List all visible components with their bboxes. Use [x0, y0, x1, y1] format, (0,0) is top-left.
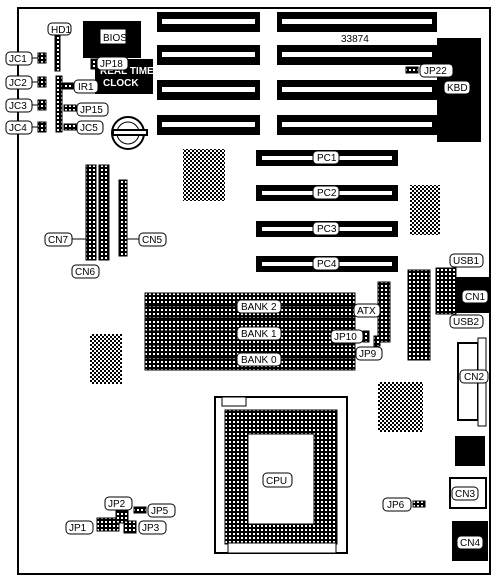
usb1-label: USB1: [453, 256, 480, 267]
cn6-label: CN6: [75, 267, 95, 278]
chipset-3: [90, 334, 122, 384]
model-number: 33874: [341, 34, 369, 45]
ir1-header: [62, 82, 74, 90]
jc2-label: JC2: [9, 78, 27, 89]
cn7-label: CN7: [48, 235, 68, 246]
rtc-label-2: CLOCK: [103, 78, 139, 89]
cn6-header: [98, 164, 110, 261]
jc1-label: JC1: [9, 54, 27, 65]
io-headers: [407, 269, 431, 361]
jc2-jumper: [37, 76, 47, 88]
pc3-label: PC3: [317, 224, 337, 235]
jc5-label: JC5: [80, 123, 98, 134]
jc3-label: JC3: [9, 101, 27, 112]
pc4-label: PC4: [317, 259, 337, 270]
rtc-label-1: REAL TIME: [100, 66, 154, 77]
jp3-jumper: [123, 520, 137, 534]
jp9-label: JP9: [359, 349, 377, 360]
chipset-1: [183, 149, 225, 201]
cpu-socket: [214, 396, 348, 554]
jp2-jumper: [115, 510, 129, 524]
ir1-label: IR1: [78, 82, 94, 93]
jc4-label: JC4: [9, 123, 27, 134]
jp9-jumper: [373, 335, 381, 347]
jp1-jumper: [96, 517, 120, 532]
jp22-label: JP22: [424, 66, 447, 77]
jp15-label: JP15: [80, 105, 103, 116]
jc4-jumper: [37, 121, 47, 133]
jp1-label: JP1: [69, 523, 87, 534]
cn4-label: CN4: [460, 538, 480, 549]
jp5-jumper: [133, 506, 147, 514]
battery: [111, 116, 148, 150]
hd1-header: [54, 35, 61, 72]
cpu-label: CPU: [266, 476, 287, 487]
jp10-label: JP10: [334, 332, 357, 343]
jp18-label: JP18: [100, 59, 123, 70]
bank1-label: BANK 1: [241, 329, 277, 340]
cn5-label: CN5: [142, 235, 162, 246]
atx-label: ATX: [357, 306, 376, 317]
jp10-jumper: [362, 330, 370, 343]
jc3-jumper: [37, 99, 47, 111]
jc5-jumper: [63, 123, 77, 131]
jp3-label: JP3: [142, 523, 160, 534]
cn7-header: [85, 164, 97, 261]
usb-connector: [435, 267, 457, 315]
bank0-label: BANK 0: [241, 355, 277, 366]
bios-label: BIOS: [103, 33, 127, 44]
cn5-header: [118, 179, 128, 257]
hd1-label: HD1: [51, 25, 71, 36]
bank2-label: BANK 2: [241, 302, 277, 313]
isa-slots: [157, 12, 437, 135]
parallel-connector: [455, 436, 485, 466]
cn1-label: CN1: [465, 292, 485, 303]
pc2-label: PC2: [317, 188, 337, 199]
jp6-jumper: [412, 500, 426, 508]
cn3-label: CN3: [455, 489, 475, 500]
jc1-jumper: [37, 52, 47, 64]
jp5-label: JP5: [151, 506, 169, 517]
jp15-jumper: [63, 104, 77, 112]
chipset-2: [410, 185, 440, 235]
jp2-label: JP2: [108, 499, 126, 510]
chipset-4: [378, 382, 423, 432]
cn2-label: CN2: [464, 372, 484, 383]
header-column: [55, 75, 63, 133]
jp6-label: JP6: [387, 500, 405, 511]
jp22-jumper: [405, 66, 419, 74]
pc1-label: PC1: [317, 153, 337, 164]
usb2-label: USB2: [453, 317, 480, 328]
kbd-label: KBD: [447, 83, 468, 94]
